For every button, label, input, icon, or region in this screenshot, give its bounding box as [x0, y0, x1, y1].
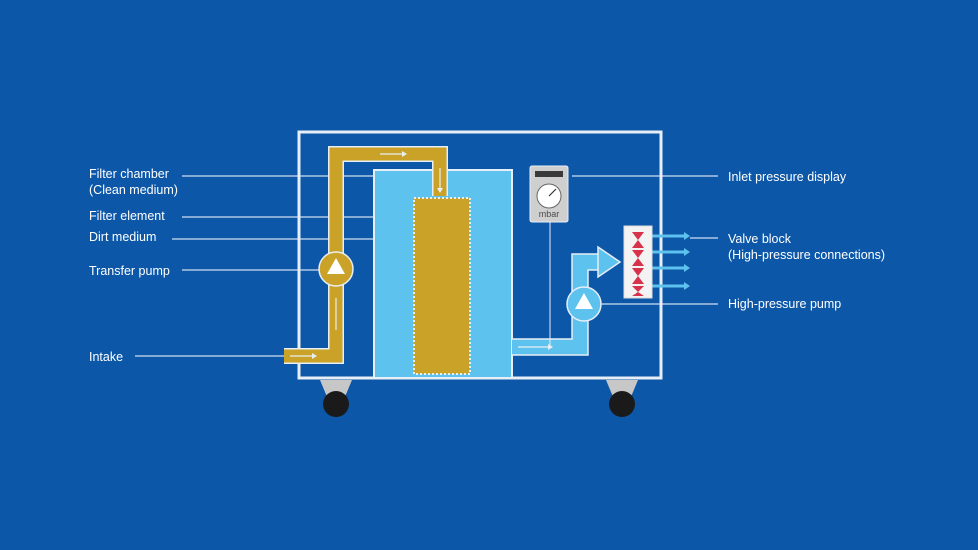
label-transfer-pump: Transfer pump — [89, 264, 170, 278]
wheel-icon — [323, 391, 349, 417]
pressure-gauge-icon: mbar — [529, 165, 569, 347]
valve-icon — [632, 232, 644, 296]
high-pressure-pump-icon — [566, 286, 602, 322]
flow-arrow-icon — [437, 188, 443, 193]
label-filter-chamber-line1: Filter chamber — [89, 167, 169, 181]
flow-arrow-icon — [402, 151, 407, 157]
label-valve-block-line1: Valve block — [728, 232, 791, 246]
machine-legs — [320, 380, 638, 417]
label-inlet-pressure-display: Inlet pressure display — [728, 170, 847, 184]
valve-outlets — [650, 234, 684, 288]
flow-arrow-icon — [597, 245, 622, 279]
label-dirt-medium: Dirt medium — [89, 230, 157, 244]
label-valve-block-line2: (High-pressure connections) — [728, 248, 886, 262]
gauge-unit: mbar — [539, 209, 560, 219]
label-filter-element: Filter element — [89, 209, 165, 223]
leader-lines — [135, 175, 718, 357]
flow-arrow-icon — [312, 353, 317, 359]
label-valve-block: Valve block (High-pressure connections) — [728, 231, 885, 263]
label-filter-chamber: Filter chamber (Clean medium) — [89, 166, 178, 198]
transfer-pump-icon — [318, 251, 354, 287]
wheel-icon — [609, 391, 635, 417]
clean-medium-path — [373, 169, 622, 379]
label-high-pressure-pump: High-pressure pump — [728, 297, 842, 311]
filter-element — [413, 197, 471, 375]
valve-block — [623, 225, 690, 299]
valve-outlet-arrows — [684, 232, 690, 290]
label-filter-chamber-line2: (Clean medium) — [89, 183, 178, 197]
dirt-medium-path — [284, 146, 471, 375]
label-intake: Intake — [89, 350, 124, 364]
